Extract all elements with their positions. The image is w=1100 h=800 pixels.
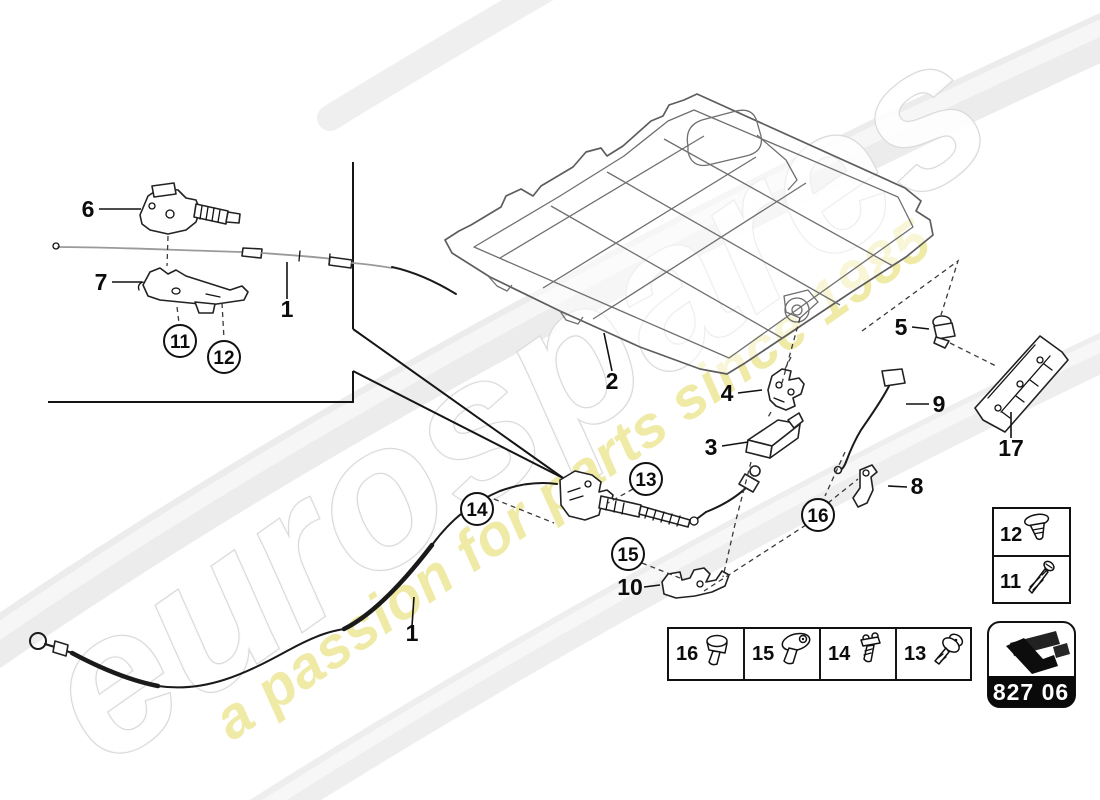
assembly-dashed-lines — [166, 235, 997, 592]
legend-cell-15-number: 15 — [752, 643, 774, 665]
part-label-6[interactable]: 6 — [82, 196, 95, 222]
legend-cell-13[interactable]: 13 — [904, 632, 965, 665]
circled-callout-16-label: 16 — [807, 506, 828, 527]
circled-callout-15[interactable]: 15 — [611, 537, 645, 571]
clip-sensor-artwork — [932, 315, 956, 349]
circled-callout-13-label: 13 — [635, 470, 656, 491]
part-label-7[interactable]: 7 — [95, 269, 108, 295]
legend-cell-13-number: 13 — [904, 643, 926, 665]
legend-cell-11-number: 11 — [1000, 571, 1021, 593]
detail-frame — [48, 162, 564, 479]
legend-cell-12-number: 12 — [1000, 524, 1022, 546]
fastener-legend-bottom: 16 15 14 — [667, 627, 972, 681]
handle-cover-artwork — [745, 412, 804, 459]
legend-cell-11[interactable]: 11 — [1000, 559, 1056, 594]
circled-callout-14[interactable]: 14 — [460, 492, 494, 526]
part-code-text: 827 06 — [993, 679, 1069, 705]
leader-lines — [99, 208, 1012, 627]
circled-callout-13[interactable]: 13 — [629, 462, 663, 496]
fastener-legend-side: 12 11 — [992, 507, 1071, 604]
part-code-badge[interactable]: 827 06 — [987, 621, 1076, 708]
hex-flange-bolt-icon — [706, 634, 728, 666]
circled-callout-14-label: 14 — [466, 500, 488, 521]
support-bracket-artwork — [852, 464, 878, 508]
lock-actuator-artwork — [559, 465, 761, 528]
part-label-1-main[interactable]: 1 — [406, 620, 419, 646]
circled-callout-16[interactable]: 16 — [801, 498, 835, 532]
rear-lid-artwork — [444, 93, 934, 375]
cursor-arrow-icon — [1006, 631, 1070, 674]
circled-callout-11[interactable]: 11 — [163, 324, 197, 358]
circled-callout-12-label: 12 — [213, 348, 234, 369]
circled-callout-11-label: 11 — [170, 332, 191, 353]
part-label-5[interactable]: 5 — [895, 314, 908, 340]
legend-cell-15[interactable]: 15 — [752, 631, 812, 665]
part-label-9[interactable]: 9 — [933, 391, 946, 417]
oval-head-screw-washer-icon — [781, 632, 811, 665]
part-label-17[interactable]: 17 — [998, 435, 1024, 461]
part-label-4[interactable]: 4 — [721, 380, 734, 406]
push-pin-clip-icon — [1024, 513, 1050, 541]
part-number-labels: 6 7 1 2 3 4 5 8 9 10 17 1 — [82, 196, 1024, 646]
legend-cell-14[interactable]: 14 — [828, 632, 881, 665]
part-label-2[interactable]: 2 — [606, 368, 619, 394]
bowden-cable-artwork — [29, 482, 558, 689]
badge-black-band — [988, 676, 1075, 707]
catch-bracket-artwork — [661, 567, 730, 599]
legend-cell-16[interactable]: 16 — [676, 634, 728, 666]
expanding-rivet-clip-icon — [860, 632, 881, 663]
part-label-10[interactable]: 10 — [617, 574, 643, 600]
part-label-8[interactable]: 8 — [911, 473, 924, 499]
legend-cell-12[interactable]: 12 — [1000, 513, 1052, 546]
part-label-3[interactable]: 3 — [705, 434, 718, 460]
mount-rail-artwork — [974, 335, 1069, 433]
lid-lock-actuator-detail — [139, 182, 241, 235]
circled-callout-15-label: 15 — [617, 545, 639, 566]
pan-head-screw-washer-icon — [934, 633, 964, 665]
self-tapping-screw-icon — [1028, 560, 1055, 594]
part-label-1-detail[interactable]: 1 — [281, 296, 294, 322]
legend-cell-14-number: 14 — [828, 643, 851, 665]
lock-bracket-detail — [137, 267, 249, 314]
circled-callout-12[interactable]: 12 — [207, 340, 241, 374]
legend-cell-16-number: 16 — [676, 643, 698, 665]
release-cable-detail-artwork — [52, 242, 457, 295]
lock-latch-artwork — [767, 368, 805, 411]
